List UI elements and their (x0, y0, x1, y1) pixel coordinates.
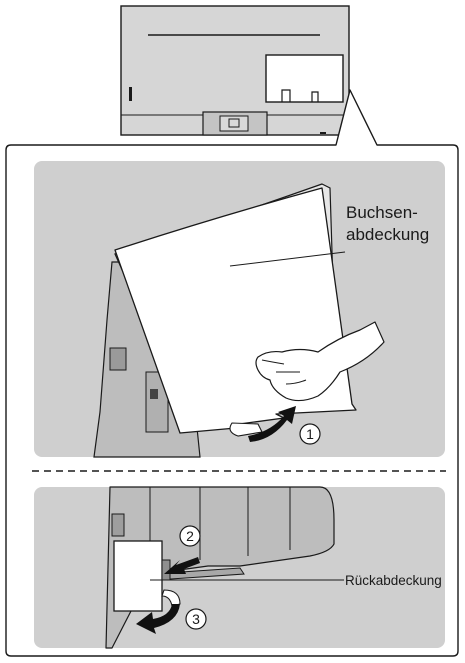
step-1-number: 1 (306, 426, 314, 442)
tv-back-block-a (110, 348, 126, 370)
tv-back-connector (150, 389, 158, 399)
step-2-number: 2 (186, 528, 194, 544)
tv-side-button (129, 87, 132, 101)
back-cover-label: Rückabdeckung (345, 573, 442, 588)
jack-cover-label-line-1: Buchsen- (346, 203, 418, 222)
step-2-3-panel: 2 3 Rückabdeckung (34, 487, 445, 648)
tv-terminal-cover (266, 55, 343, 102)
tv-stand-mount (203, 112, 267, 135)
back-cover (114, 541, 162, 611)
tv-interior-tab (112, 514, 124, 536)
jack-cover-label-line-2: abdeckung (346, 225, 429, 244)
step-3-number: 3 (192, 611, 200, 627)
tv-rear-view (121, 6, 349, 135)
step-1-panel: Buchsen- abdeckung 1 (34, 161, 445, 457)
